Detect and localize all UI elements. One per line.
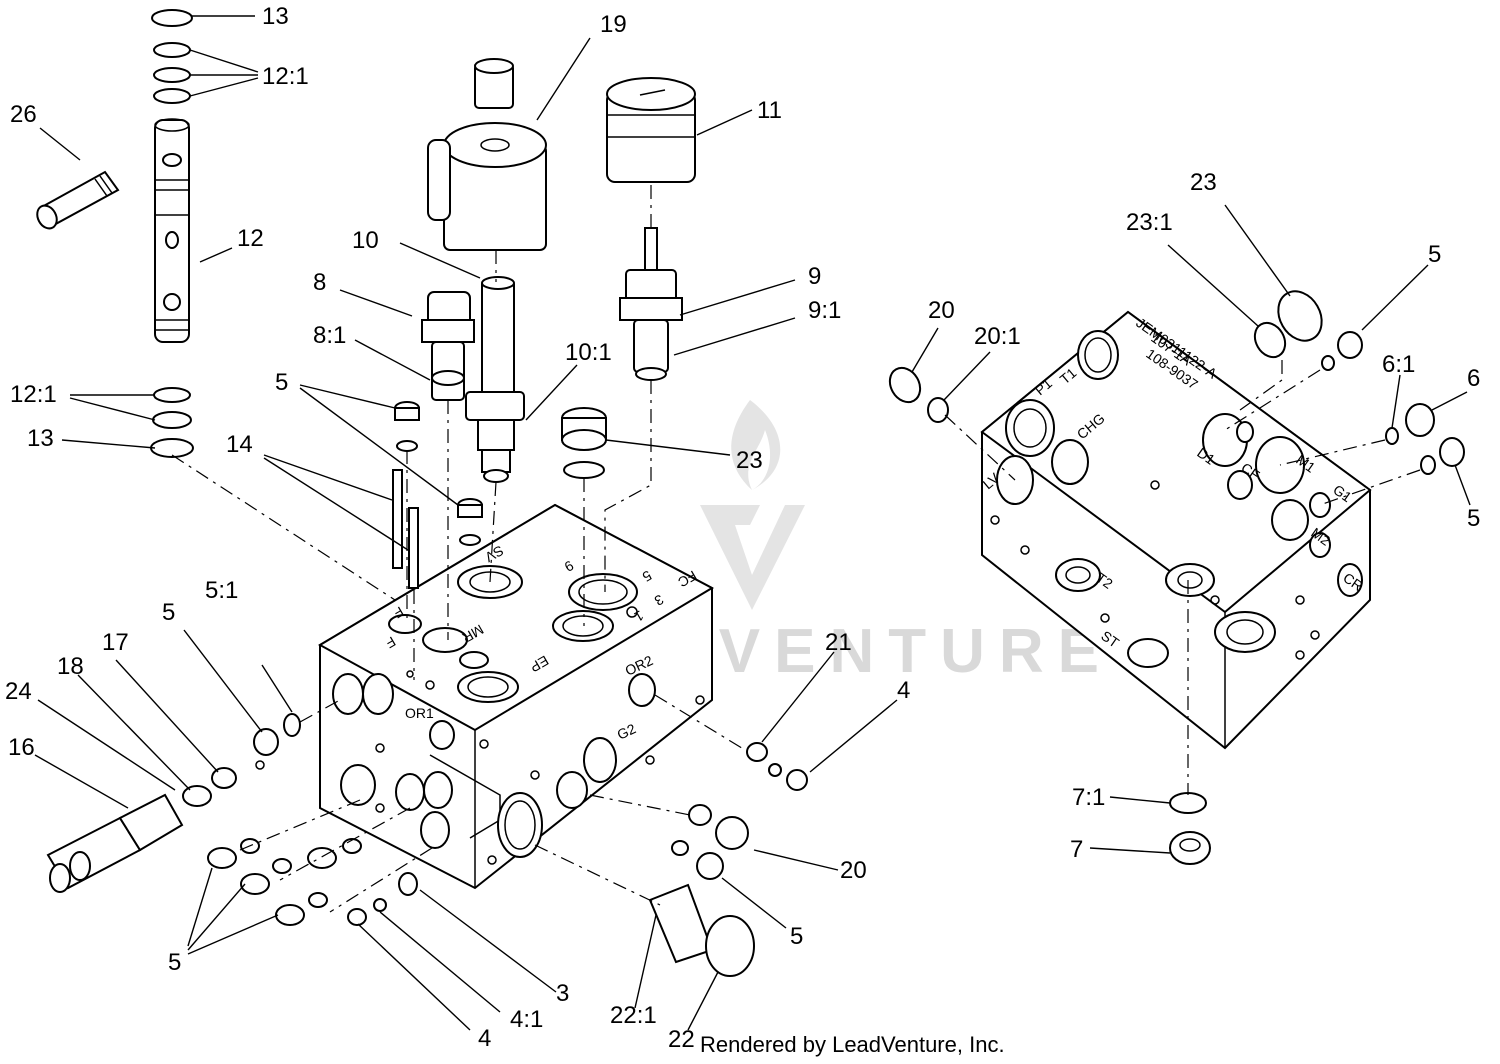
callout-12-1-top: 12:1 <box>262 63 309 90</box>
callout-14: 14 <box>226 431 253 458</box>
part-5-plugs-bottom <box>207 838 418 926</box>
part-20-21-4-plugs-right <box>671 742 808 880</box>
callout-6: 6 <box>1467 365 1480 392</box>
callout-13-bottom: 13 <box>27 425 54 452</box>
port-label-t2: T2 <box>1093 569 1116 592</box>
callout-12: 12 <box>237 225 264 252</box>
part-9-relief-valve <box>619 269 683 381</box>
callout-10: 10 <box>352 227 379 254</box>
callout-5-right-top: 5 <box>1428 241 1441 268</box>
callout-18: 18 <box>57 653 84 680</box>
callout-5-1: 5:1 <box>205 577 238 604</box>
callout-7: 7 <box>1070 836 1083 863</box>
part-26-pin <box>36 170 120 230</box>
callout-23-left: 23 <box>736 447 763 474</box>
part-10-solenoid-valve <box>465 276 525 483</box>
callout-4-1: 4:1 <box>510 1006 543 1033</box>
callout-12-1-bottom: 12:1 <box>10 381 57 408</box>
callout-labels: 13 12:1 26 12 12:1 13 19 10 8 8:1 5 14 1… <box>5 3 1480 1053</box>
main-manifold-block: SV MR F F EP FC 3 1 5 9 OR1 OR2 G2 <box>317 503 715 890</box>
callout-5-mid: 5 <box>162 599 175 626</box>
part-12-spool-assembly <box>150 9 194 458</box>
port-label-or1: OR1 <box>405 705 434 721</box>
callout-5-bottom: 5 <box>168 949 181 976</box>
callout-5-top: 5 <box>275 369 288 396</box>
callout-23-right: 23 <box>1190 169 1217 196</box>
callout-8: 8 <box>313 269 326 296</box>
part-16-sensor <box>46 713 301 893</box>
callout-26: 26 <box>10 101 37 128</box>
callout-23-1: 23:1 <box>1126 209 1173 236</box>
callout-9: 9 <box>808 263 821 290</box>
assembly-axes-left <box>171 185 746 913</box>
part-22-relief-cartridge <box>648 883 755 977</box>
leader-lines-right <box>911 204 1471 854</box>
callout-21: 21 <box>825 629 852 656</box>
callout-5-right: 5 <box>790 923 803 950</box>
callout-5-right-bottom: 5 <box>1467 505 1480 532</box>
callout-17: 17 <box>102 629 129 656</box>
callout-20-1: 20:1 <box>974 323 1021 350</box>
callout-20-left: 20 <box>840 857 867 884</box>
callout-11: 11 <box>757 97 782 124</box>
part-8-valve <box>421 291 475 401</box>
part-11-knob <box>606 77 696 277</box>
callout-13-top: 13 <box>262 3 289 30</box>
part-14-pins <box>392 469 419 589</box>
callout-22-1: 22:1 <box>610 1002 657 1029</box>
callout-3: 3 <box>556 980 569 1007</box>
callout-24: 24 <box>5 678 32 705</box>
callout-19: 19 <box>600 11 627 38</box>
callout-20-right: 20 <box>928 297 955 324</box>
callout-16: 16 <box>8 734 35 761</box>
callout-4-bottom: 4 <box>478 1025 491 1052</box>
callout-7-1: 7:1 <box>1072 784 1105 811</box>
port-label-g2: G2 <box>615 720 639 742</box>
render-credit: Rendered by LeadVenture, Inc. <box>700 1032 1005 1057</box>
assembly-axes-right <box>944 360 1421 795</box>
callout-10-1: 10:1 <box>565 339 612 366</box>
right-exploded-parts <box>888 290 1465 865</box>
callout-8-1: 8:1 <box>313 322 346 349</box>
leader-lines-left <box>34 15 898 1031</box>
callout-9-1: 9:1 <box>808 297 841 324</box>
part-23-plug <box>561 407 607 479</box>
callout-22: 22 <box>668 1026 695 1053</box>
callout-6-1: 6:1 <box>1382 351 1415 378</box>
callout-4-right: 4 <box>897 677 910 704</box>
part-19-solenoid-coil <box>427 58 547 251</box>
